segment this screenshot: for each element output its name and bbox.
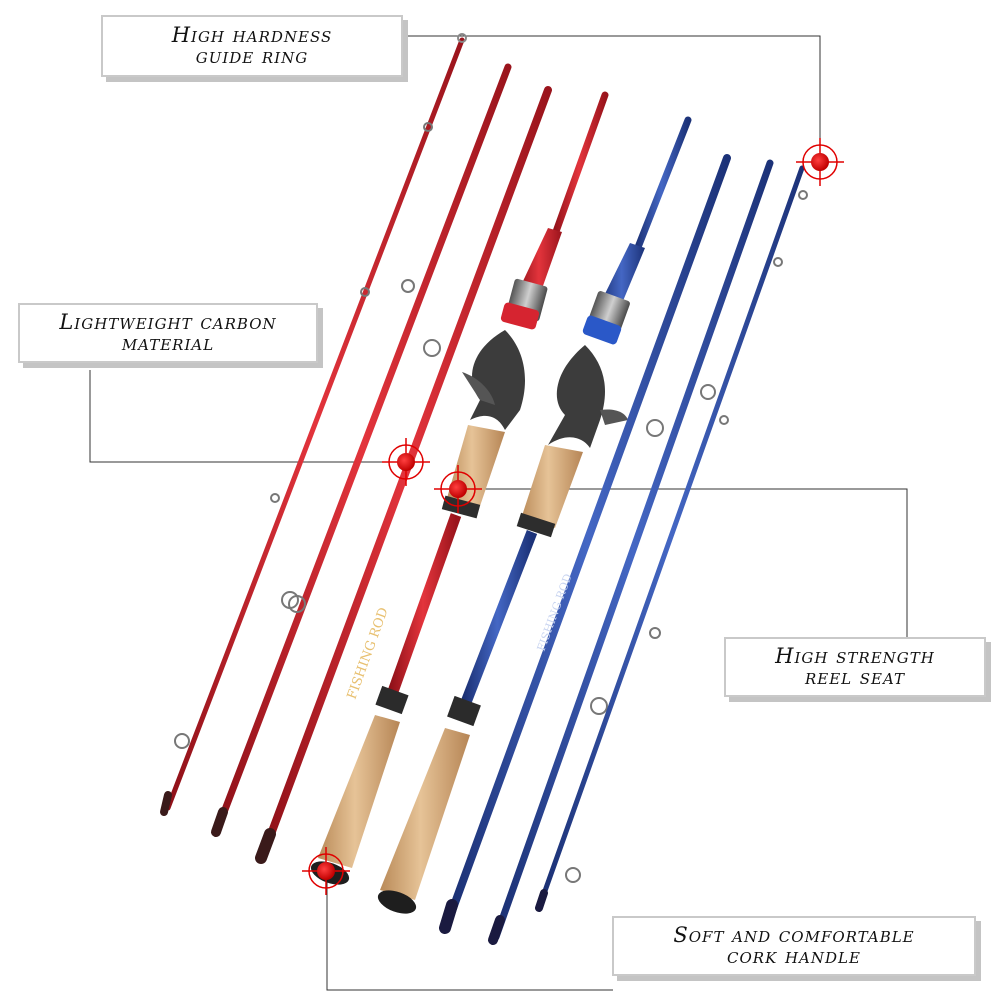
red-rod-tip-section — [160, 33, 467, 816]
red-rod-second-section — [211, 63, 512, 837]
callout-cork-line1: Soft and comfortable — [673, 923, 915, 947]
callout-cork: Soft and comfortable cork handle — [612, 916, 976, 976]
callout-carbon-line2: material — [121, 331, 215, 355]
callout-reel-seat-line1: High strength — [775, 644, 935, 668]
callout-carbon-line1: Lightweight carbon — [59, 310, 277, 334]
blue-rod-butt-section — [377, 116, 692, 914]
blue-rod-third-section — [488, 159, 774, 945]
blue-rod-second-section — [439, 154, 731, 934]
callout-carbon: Lightweight carbon material — [18, 303, 318, 363]
target-marker-cork — [302, 847, 350, 895]
callout-reel-seat: High strength reel seat — [724, 637, 986, 697]
target-marker-guide-ring — [796, 138, 844, 186]
blue-rod-tip-section — [535, 165, 808, 912]
target-marker-carbon — [382, 438, 430, 486]
red-rod-third-section — [255, 86, 552, 864]
callout-guide-ring-line2: guide ring — [195, 44, 309, 68]
callout-cork-line2: cork handle — [727, 944, 861, 968]
callout-guide-ring-line1: High hardness — [171, 23, 333, 47]
callout-reel-seat-line2: reel seat — [804, 665, 906, 689]
leader-lines — [89, 35, 908, 991]
target-marker-reel-seat — [434, 465, 482, 513]
callout-guide-ring: High hardness guide ring — [101, 15, 403, 77]
